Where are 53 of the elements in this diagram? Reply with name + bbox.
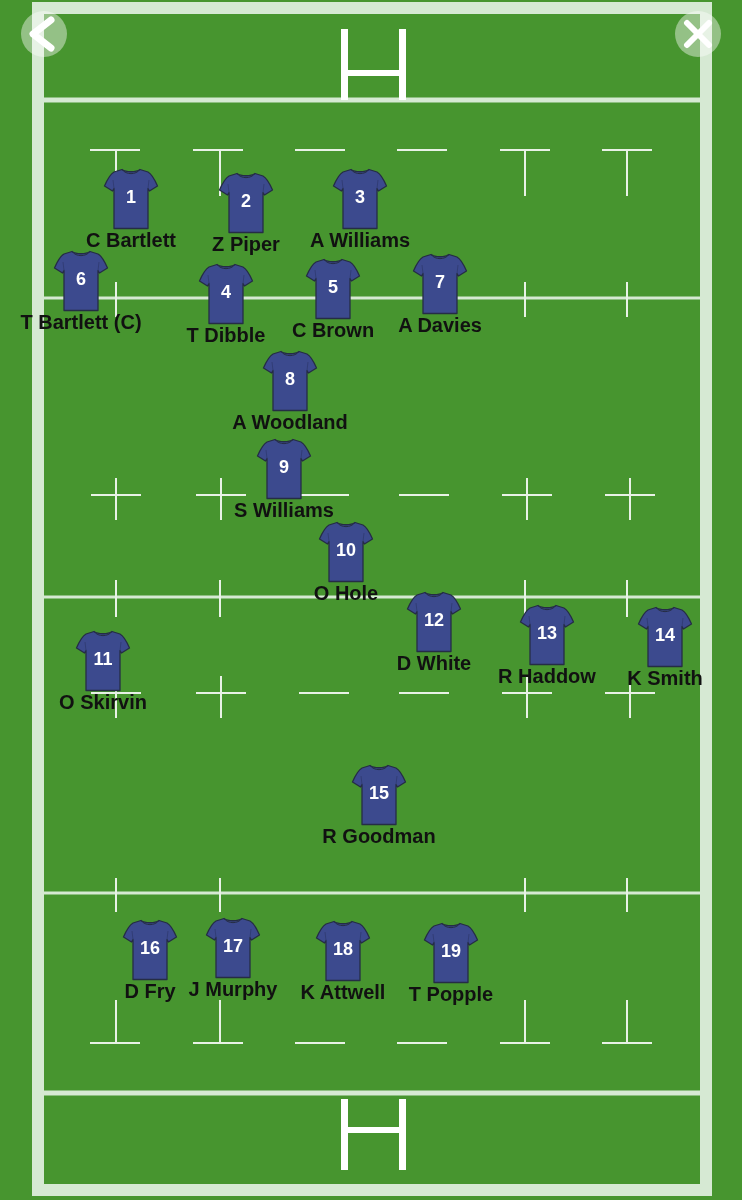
jersey-number: 1 <box>126 187 136 207</box>
jersey <box>351 764 407 826</box>
jersey-number: 14 <box>655 625 675 645</box>
jersey-number: 15 <box>369 783 389 803</box>
jersey <box>332 168 388 230</box>
jersey <box>305 258 361 320</box>
jersey-number: 16 <box>140 938 160 958</box>
jersey <box>122 919 178 981</box>
jersey-number: 11 <box>93 649 113 669</box>
jersey <box>198 263 254 325</box>
player-name: R Haddow <box>498 665 596 687</box>
jersey-number: 6 <box>76 269 86 289</box>
jersey <box>262 350 318 412</box>
jersey <box>406 591 462 653</box>
jersey-number: 8 <box>285 369 295 389</box>
jersey <box>218 172 274 234</box>
jersey <box>318 521 374 583</box>
player-name: Z Piper <box>212 233 280 255</box>
jersey <box>103 168 159 230</box>
jersey-number: 9 <box>279 457 289 477</box>
player-name: S Williams <box>234 499 334 521</box>
jersey-number: 18 <box>333 939 353 959</box>
jersey-number: 7 <box>435 272 445 292</box>
player-name: A Davies <box>398 314 482 336</box>
jersey <box>315 920 371 982</box>
jersey-number: 12 <box>424 610 444 630</box>
player-name: T Dibble <box>186 324 266 346</box>
jersey <box>75 630 131 692</box>
player-name: A Williams <box>309 229 411 251</box>
jersey-number: 19 <box>441 941 461 961</box>
player-name: D Fry <box>124 980 176 1002</box>
player-name: T Popple <box>408 983 494 1005</box>
jersey-number: 13 <box>537 623 557 643</box>
player-name: R Goodman <box>322 825 436 847</box>
jersey <box>423 922 479 984</box>
player-name: A Woodland <box>232 411 348 433</box>
jersey <box>637 606 693 668</box>
jersey <box>53 250 109 312</box>
jersey <box>412 253 468 315</box>
jersey <box>519 604 575 666</box>
jersey-number: 17 <box>223 936 243 956</box>
jersey <box>205 917 261 979</box>
jersey <box>256 438 312 500</box>
jersey-number: 2 <box>241 191 251 211</box>
jersey-number: 3 <box>355 187 365 207</box>
player-name: K Attwell <box>300 981 386 1003</box>
jersey-number: 10 <box>336 540 356 560</box>
player-name: C Bartlett <box>86 229 176 251</box>
jersey-number: 5 <box>328 277 338 297</box>
jersey-number: 4 <box>221 282 231 302</box>
player-name: D White <box>396 652 472 674</box>
player-name: J Murphy <box>188 978 278 1000</box>
player-name: C Brown <box>291 319 375 341</box>
